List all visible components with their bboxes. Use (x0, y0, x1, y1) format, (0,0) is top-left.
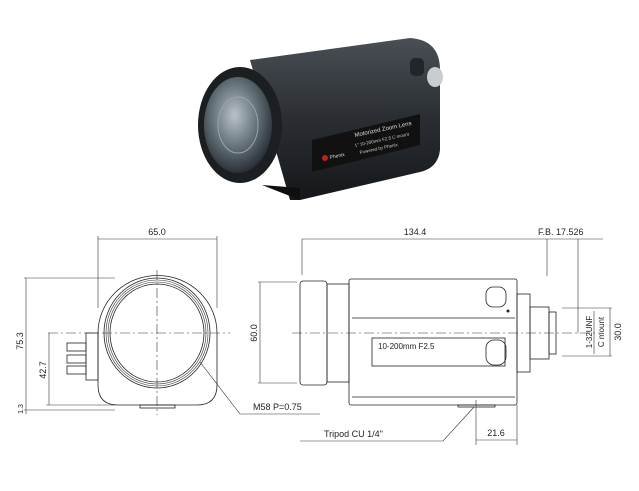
front-foot-dim: 1.3 (18, 404, 25, 414)
product-photo: Motorized Zoom Lens 1" 10-200mm F2.5 C m… (198, 38, 443, 200)
length-dim: 134.4 (404, 227, 427, 237)
tripod-offset-dim: 21.6 (487, 428, 505, 438)
front-view-drawing: 65.0 75.3 42.7 1.3 M58 P=0.75 (15, 227, 320, 415)
front-axis-height-dim: 42.7 (38, 361, 48, 379)
mount-dim: 30.0 (613, 323, 623, 341)
phenix-logo-icon (322, 155, 328, 161)
front-dia-dim: 60.0 (249, 324, 259, 342)
knob-top-icon (485, 286, 507, 308)
mount-type: C mount (597, 316, 606, 347)
front-height-dim: 75.3 (15, 332, 25, 350)
flange-back-dim: F.B. 17.526 (538, 227, 584, 237)
lens-glass (204, 77, 272, 173)
photo-brand: Phenix (329, 152, 346, 161)
thread-label: M58 P=0.75 (253, 402, 302, 412)
knob-bottom-icon (485, 339, 507, 366)
zoom-knob-icon (410, 58, 424, 76)
tripod-label: Tripod CU 1/4" (324, 429, 383, 439)
body-label: 10-200mm F2.5 (378, 342, 435, 351)
mount-thread: 1-32UNF (585, 316, 594, 349)
front-width-dim: 65.0 (148, 227, 166, 237)
side-view-drawing: 10-200mm F2.5 134.4 F.B. 17.526 60.0 1-3… (249, 227, 623, 445)
